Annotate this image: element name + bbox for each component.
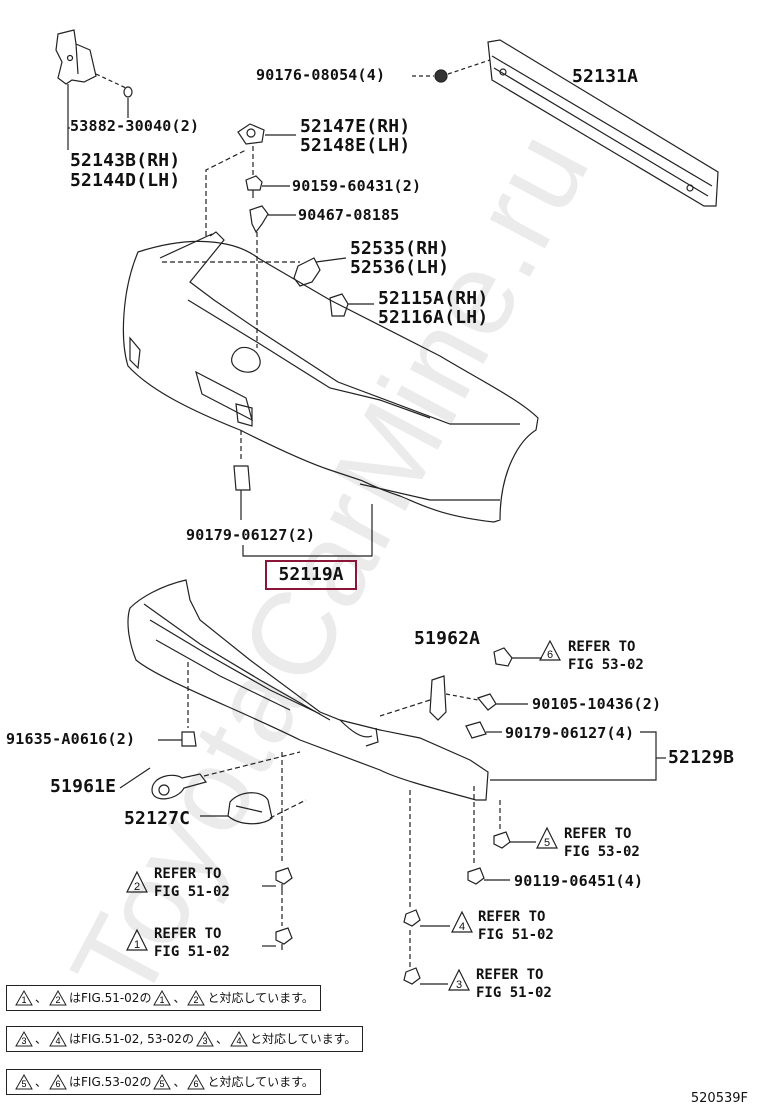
- note-1-sep1: 、: [35, 991, 48, 1005]
- bracket-52143b: [55, 29, 97, 85]
- ref-1-callout: REFER TO FIG 51-02: [154, 925, 230, 961]
- ref-4-number: 4: [459, 921, 465, 933]
- triangle-icon: 2: [49, 990, 67, 1006]
- nut-90176: [434, 69, 448, 83]
- ref-3-callout: REFER TO FIG 51-02: [476, 966, 552, 1002]
- label-52116a: 52116A(LH): [378, 307, 489, 328]
- ref-2-line1: REFER TO: [154, 866, 222, 882]
- retainer-52147e: [237, 123, 265, 145]
- ref-5-callout: REFER TO FIG 53-02: [564, 825, 640, 861]
- ref-3-line2: FIG 51-02: [476, 985, 552, 1001]
- note-2-text: はFIG.51-02, 53-02の: [69, 1032, 194, 1046]
- note-1-text: はFIG.51-02の: [69, 991, 152, 1005]
- svg-text:3: 3: [202, 1036, 207, 1046]
- note-5-6: 5 、 6 はFIG.53-02の 5 、 6 と対応しています。: [6, 1069, 321, 1095]
- svg-text:2: 2: [56, 995, 61, 1005]
- label-90105-10436: 90105-10436(2): [532, 695, 662, 713]
- label-53882-30040: 53882-30040(2): [70, 117, 200, 135]
- ref-4-line2: FIG 51-02: [478, 927, 554, 943]
- diagram-code: 520539F: [690, 1091, 748, 1106]
- label-90159-60431: 90159-60431(2): [292, 177, 422, 195]
- ref-6-number: 6: [547, 649, 553, 661]
- ref-3-number: 3: [456, 979, 462, 991]
- triangle-icon: 5: [15, 1074, 33, 1090]
- label-51962a: 51962A: [414, 628, 481, 649]
- triangle-icon: 3: [15, 1031, 33, 1047]
- ref-4-callout: REFER TO FIG 51-02: [478, 908, 554, 944]
- triangle-icon: 1: [153, 990, 172, 1006]
- label-52119a-highlighted[interactable]: 52119A: [265, 560, 357, 590]
- note-3-end: と対応しています。: [207, 1075, 314, 1089]
- label-52127c: 52127C: [124, 808, 191, 829]
- triangle-icon: 5: [153, 1074, 172, 1090]
- svg-text:2: 2: [194, 995, 199, 1005]
- svg-text:4: 4: [56, 1036, 61, 1046]
- triangle-icon: 6: [49, 1074, 67, 1090]
- label-90179-06127-upper: 90179-06127(2): [186, 526, 316, 544]
- ref-4-line1: REFER TO: [478, 909, 546, 925]
- ref-6-line2: FIG 53-02: [568, 657, 644, 673]
- label-52144d: 52144D(LH): [70, 170, 181, 191]
- label-52143b: 52143B(RH): [70, 150, 181, 171]
- note-3-4: 3 、 4 はFIG.51-02, 53-02の 3 、 4 と対応しています。: [6, 1026, 364, 1052]
- svg-text:3: 3: [21, 1036, 26, 1046]
- triangle-icon: 1: [15, 990, 33, 1006]
- svg-text:6: 6: [194, 1079, 199, 1089]
- label-90176-08054: 90176-08054(4): [256, 66, 386, 84]
- label-52536: 52536(LH): [350, 257, 450, 278]
- note-3-sep2: 、: [173, 1075, 186, 1089]
- ref-5-number: 5: [544, 837, 550, 849]
- label-91635-a0616: 91635-A0616(2): [6, 730, 136, 748]
- ref-1-number: 1: [134, 939, 140, 951]
- note-2-sep2: 、: [215, 1032, 228, 1046]
- triangle-icon: 4: [49, 1031, 67, 1047]
- triangle-icon: 6: [187, 1074, 206, 1090]
- ref-2-number: 2: [134, 881, 140, 893]
- note-1-end: と対応しています。: [207, 991, 314, 1005]
- triangle-icon: 3: [196, 1031, 214, 1047]
- triangle-icon: 2: [187, 990, 206, 1006]
- label-52535: 52535(RH): [350, 238, 450, 259]
- label-52129b: 52129B: [668, 747, 735, 768]
- note-3-text: はFIG.53-02の: [69, 1075, 152, 1089]
- note-1-sep2: 、: [173, 991, 186, 1005]
- svg-text:5: 5: [21, 1079, 26, 1089]
- note-1-2: 1 、 2 はFIG.51-02の 1 、 2 と対応しています。: [6, 985, 321, 1011]
- label-90179-06127-lower: 90179-06127(4): [505, 724, 635, 742]
- label-90467-08185: 90467-08185: [298, 206, 400, 224]
- screw-set: [275, 831, 511, 985]
- ref-5-line2: FIG 53-02: [564, 844, 640, 860]
- svg-text:4: 4: [236, 1036, 241, 1046]
- triangle-icon: 4: [230, 1031, 248, 1047]
- note-2-sep1: 、: [35, 1032, 48, 1046]
- label-52115a: 52115A(RH): [378, 288, 489, 309]
- reinforcement-52131a: [487, 39, 719, 207]
- ref-2-line2: FIG 51-02: [154, 884, 230, 900]
- ref-5-line1: REFER TO: [564, 826, 632, 842]
- ref-1-line1: REFER TO: [154, 926, 222, 942]
- ref-6-line1: REFER TO: [568, 639, 636, 655]
- label-52147e: 52147E(RH): [300, 116, 411, 137]
- label-52131a: 52131A: [572, 66, 639, 87]
- bumper-extension-52129b: [127, 579, 489, 801]
- label-52148e: 52148E(LH): [300, 135, 411, 156]
- svg-text:1: 1: [21, 995, 26, 1005]
- ref-3-line1: REFER TO: [476, 967, 544, 983]
- ref-2-callout: REFER TO FIG 51-02: [154, 865, 230, 901]
- svg-text:6: 6: [56, 1079, 61, 1089]
- label-51961e: 51961E: [50, 776, 117, 797]
- svg-text:5: 5: [160, 1079, 165, 1089]
- ref-6-callout: REFER TO FIG 53-02: [568, 638, 644, 674]
- label-90119-06451: 90119-06451(4): [514, 872, 644, 890]
- ref-1-line2: FIG 51-02: [154, 944, 230, 960]
- svg-text:1: 1: [160, 995, 165, 1005]
- note-3-sep1: 、: [35, 1075, 48, 1089]
- bumper-cover-52119a: [122, 231, 539, 523]
- note-2-end: と対応しています。: [249, 1032, 357, 1046]
